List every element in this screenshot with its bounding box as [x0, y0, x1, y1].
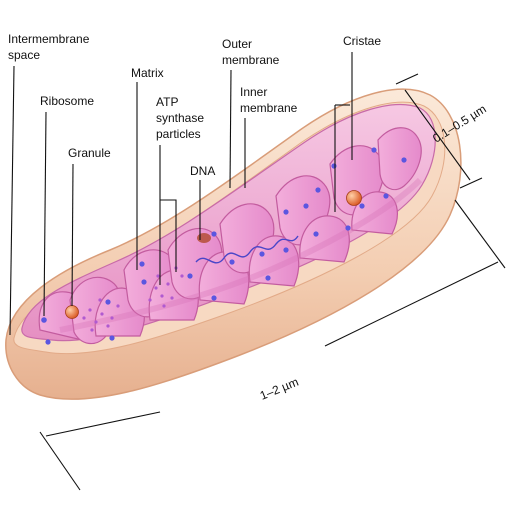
label-granule: Granule [68, 146, 111, 160]
label-matrix: Matrix [131, 66, 164, 80]
matrix-shading [59, 177, 423, 333]
label-atp-1: ATP [156, 95, 178, 109]
label-inner-membrane-1: Inner [240, 85, 267, 99]
label-outer-membrane-2: membrane [222, 53, 280, 67]
granule-right [346, 190, 362, 206]
label-outer-membrane-1: Outer [222, 37, 252, 51]
label-intermembrane-space-1: Intermembrane [8, 32, 90, 46]
length-dimension [39, 199, 506, 491]
label-atp-2: synthase [156, 111, 204, 125]
ribosomes [41, 147, 407, 345]
label-ribosome: Ribosome [40, 94, 94, 108]
label-length-dimension: 1–2 µm [258, 375, 301, 403]
dna-spot [197, 233, 211, 243]
granule-left [65, 305, 79, 319]
label-cristae: Cristae [343, 34, 381, 48]
atp-synthase-particles [82, 266, 184, 332]
label-inner-membrane-2: membrane [240, 101, 298, 115]
width-dimension [395, 73, 483, 189]
label-intermembrane-space-2: space [8, 48, 40, 62]
label-atp-3: particles [156, 127, 201, 141]
dna-strand [195, 235, 299, 264]
leader-lines [9, 52, 353, 336]
label-dna: DNA [190, 164, 215, 178]
